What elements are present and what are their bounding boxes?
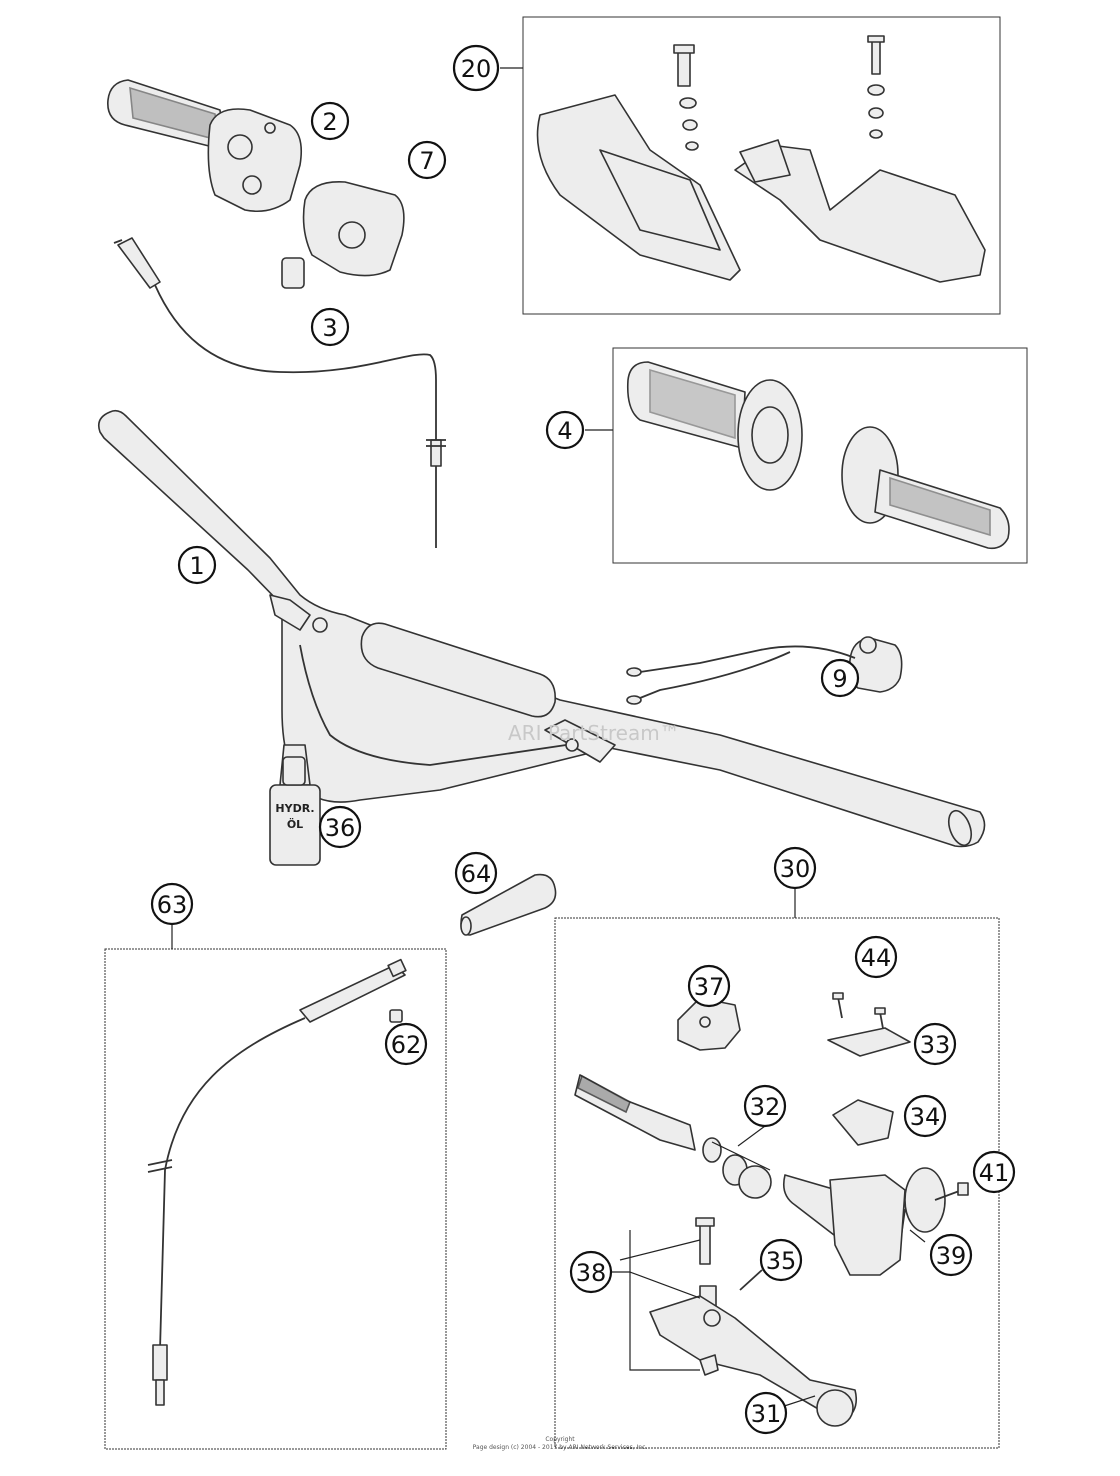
callout-44: 44 (854, 935, 898, 979)
hydraulic-oil-bottle: HYDR. ÖL (269, 257, 321, 866)
svg-text:36: 36 (325, 814, 356, 842)
svg-text:63: 63 (157, 891, 188, 919)
svg-text:20: 20 (461, 55, 492, 83)
callout-62: 62 (384, 1022, 428, 1066)
callout-33: 33 (913, 1022, 957, 1066)
callout-64: 64 (454, 851, 498, 895)
callout-37: 37 (687, 964, 731, 1008)
svg-text:31: 31 (751, 1400, 782, 1428)
svg-text:62: 62 (391, 1031, 422, 1059)
callout-4: 4 (545, 410, 585, 450)
svg-text:64: 64 (461, 860, 492, 888)
callout-9: 9 (820, 658, 860, 698)
footer-page-design: Page design (c) 2004 - 2017 by ARI Netwo… (473, 1444, 648, 1451)
callout-20: 20 (452, 44, 500, 92)
callout-32: 32 (743, 1084, 787, 1128)
svg-text:4: 4 (557, 417, 572, 445)
svg-text:32: 32 (750, 1093, 781, 1121)
svg-text:44: 44 (861, 944, 892, 972)
callout-34: 34 (903, 1094, 947, 1138)
svg-text:2: 2 (322, 108, 337, 136)
callout-3: 3 (310, 307, 350, 347)
svg-text:33: 33 (920, 1031, 951, 1059)
svg-text:39: 39 (936, 1242, 967, 1270)
callout-30: 30 (773, 846, 817, 890)
throttle-grip (107, 79, 303, 213)
svg-text:37: 37 (694, 973, 725, 1001)
callout-2: 2 (310, 101, 350, 141)
handlebar (97, 409, 986, 848)
cable-boot (460, 873, 557, 936)
bottle-label-line2: ÖL (287, 817, 303, 831)
kill-switch (626, 636, 903, 705)
handguards (536, 35, 986, 283)
bottle-label-line1: HYDR. (275, 802, 314, 815)
grips-pair (626, 361, 1010, 550)
group-box-grips (612, 347, 1028, 564)
clutch-master-parts (574, 992, 969, 1427)
callout-63: 63 (150, 882, 194, 926)
group-box-handguards (522, 16, 1001, 315)
throttle-cover (302, 181, 405, 277)
watermark: ARI PartStream™ (508, 721, 680, 745)
callout-36: 36 (318, 805, 362, 849)
svg-text:35: 35 (766, 1247, 797, 1275)
svg-text:3: 3 (322, 314, 337, 342)
callout-35: 35 (759, 1238, 803, 1282)
svg-text:1: 1 (189, 552, 204, 580)
callout-39: 39 (929, 1233, 973, 1277)
group-box-clutch-cable (104, 948, 447, 1450)
footer-copyright: Copyright (545, 1436, 575, 1443)
callout-41: 41 (972, 1150, 1016, 1194)
throttle-cable (113, 237, 446, 548)
callout-38: 38 (569, 1250, 613, 1294)
callout-1: 1 (177, 545, 217, 585)
svg-text:9: 9 (832, 665, 847, 693)
callout-31: 31 (744, 1391, 788, 1435)
handguard-bolts (673, 35, 885, 151)
svg-text:41: 41 (979, 1159, 1010, 1187)
svg-text:34: 34 (910, 1103, 941, 1131)
clutch-cable (147, 958, 407, 1406)
callout-7: 7 (407, 140, 447, 180)
svg-text:30: 30 (780, 855, 811, 883)
svg-text:7: 7 (419, 147, 434, 175)
svg-text:38: 38 (576, 1259, 607, 1287)
